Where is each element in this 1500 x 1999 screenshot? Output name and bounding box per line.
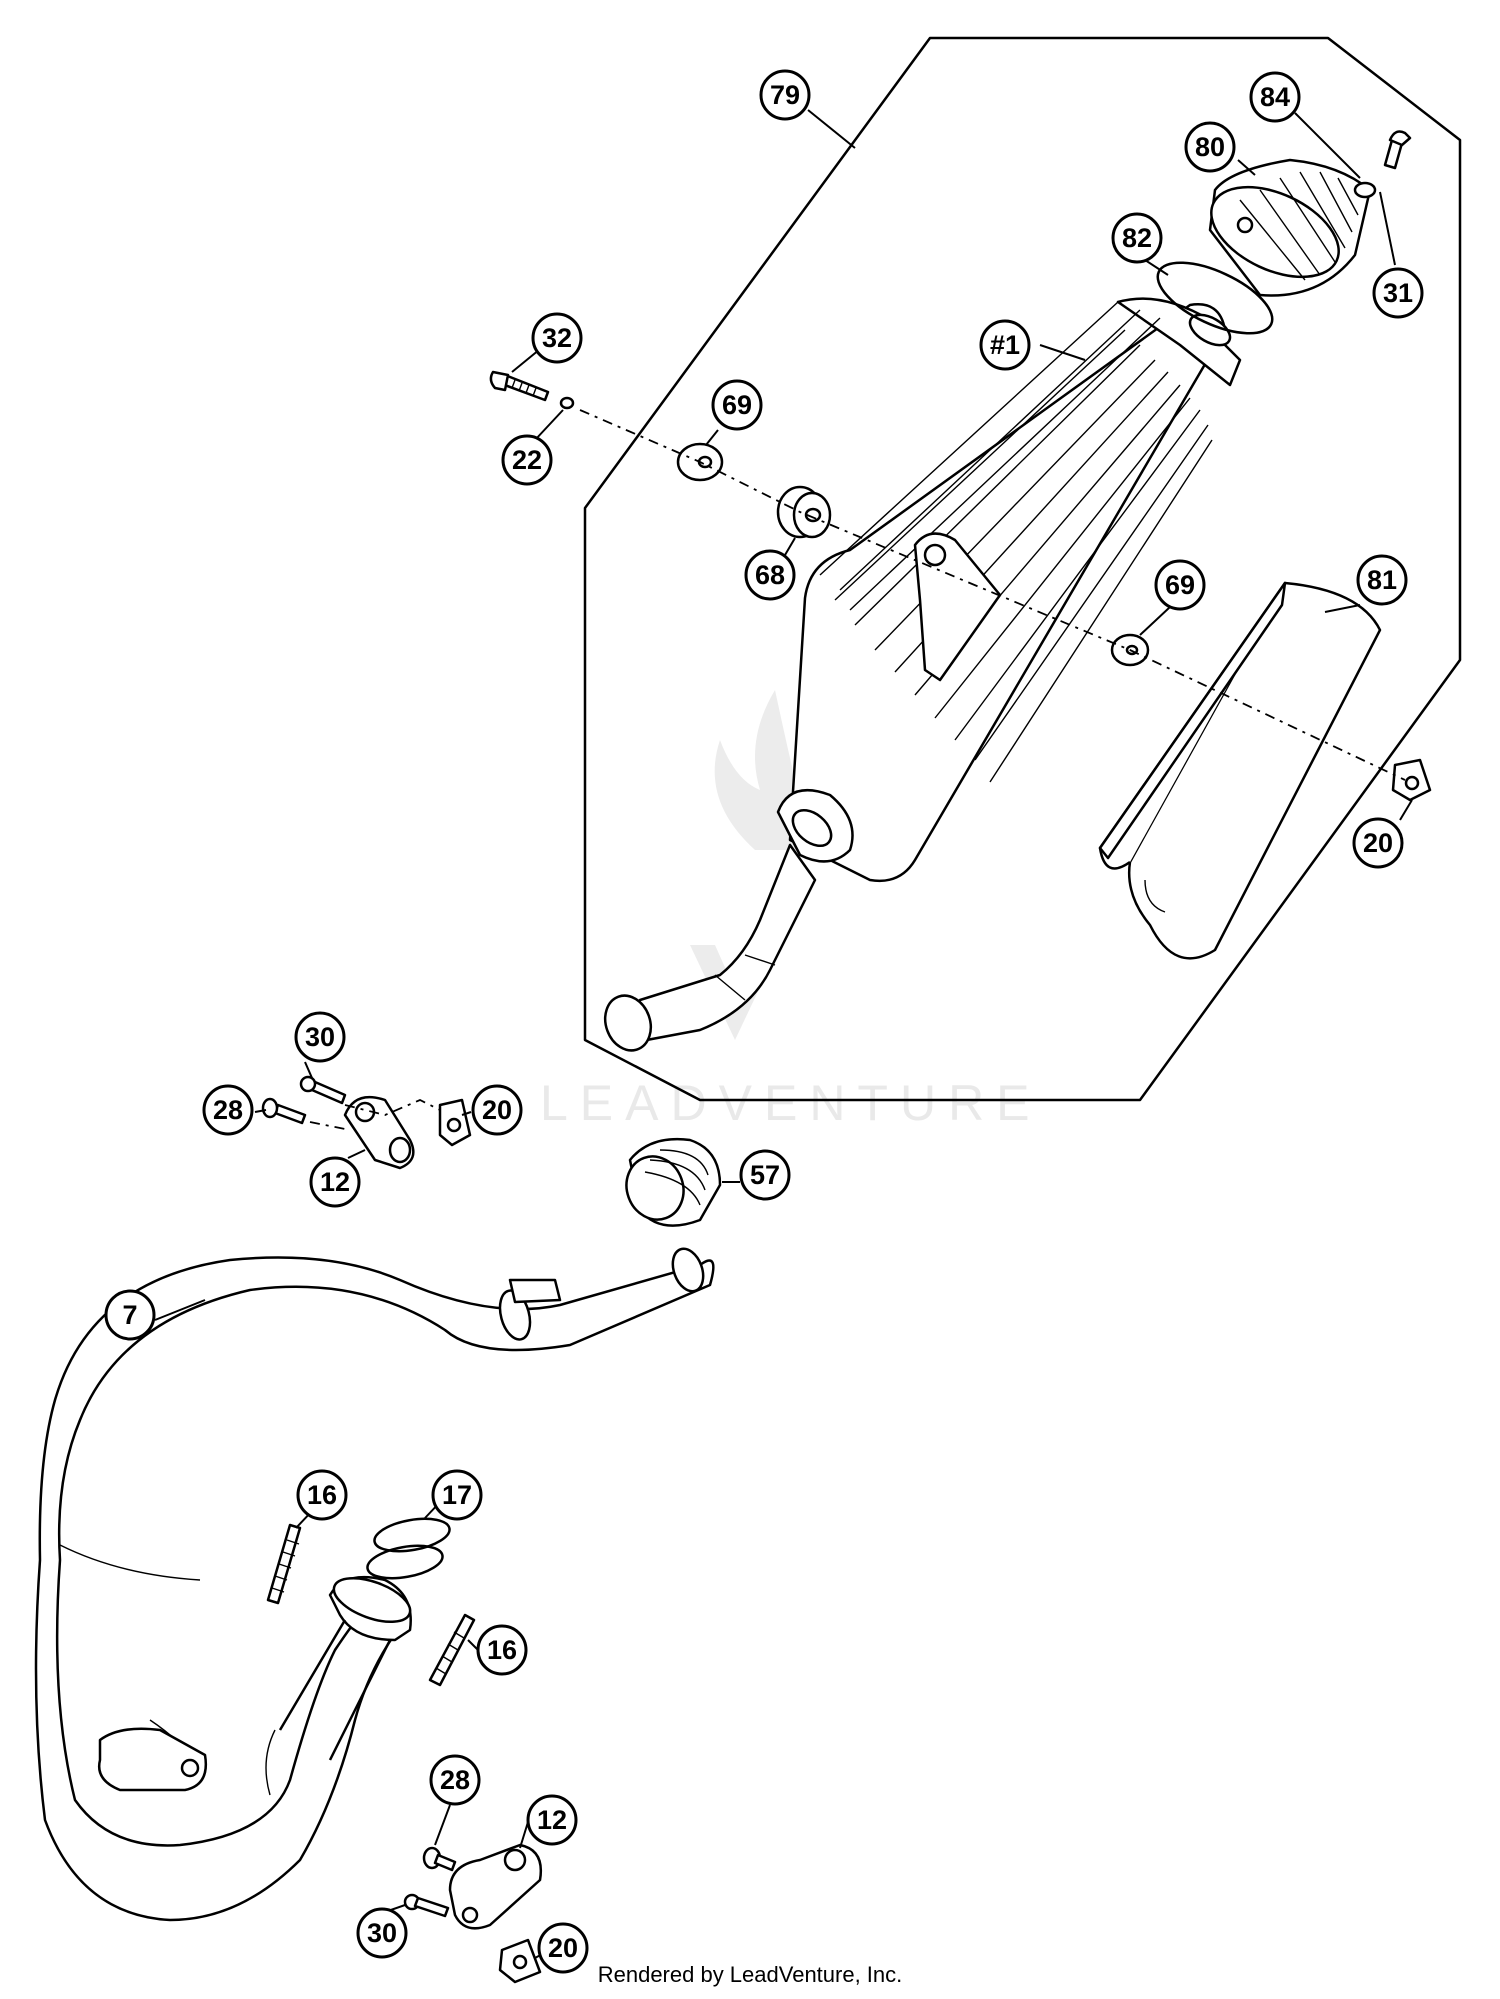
svg-text:20: 20 [1363, 828, 1393, 858]
callout-69-a: 69 [711, 379, 763, 431]
bracket-12-upper [343, 1095, 415, 1170]
rendered-by-footer: Rendered by LeadVenture, Inc. [597, 1962, 903, 1987]
seal-sleeve-57 [625, 1138, 722, 1227]
grommet-68 [776, 485, 832, 539]
svg-text:31: 31 [1383, 278, 1413, 308]
muffler [776, 297, 1242, 883]
svg-text:16: 16 [307, 1480, 337, 1510]
screw-31 [1383, 130, 1412, 170]
svg-text:20: 20 [548, 1933, 578, 1963]
svg-text:12: 12 [537, 1805, 567, 1835]
washer-84 [1353, 181, 1377, 199]
svg-text:82: 82 [1122, 223, 1152, 253]
svg-text:30: 30 [305, 1022, 335, 1052]
callout-30-b: 30 [356, 1907, 408, 1959]
callout-17: 17 [431, 1469, 483, 1521]
callout-1: #1 [979, 319, 1031, 371]
bracket-upper-axis [309, 1099, 441, 1131]
kit-outline [583, 36, 1462, 1102]
svg-text:22: 22 [512, 445, 542, 475]
svg-text:28: 28 [440, 1765, 470, 1795]
svg-text:68: 68 [755, 560, 785, 590]
washer-22 [559, 396, 575, 410]
callout-28-a: 28 [202, 1084, 254, 1136]
callout-80: 80 [1184, 121, 1236, 173]
callout-28-b: 28 [429, 1754, 481, 1806]
callout-16-b: 16 [476, 1624, 528, 1676]
screw-30-upper [299, 1075, 347, 1105]
clip-nut-20-c [498, 1938, 542, 1984]
muffler-link-pipe [603, 843, 817, 1052]
callout-20-c: 20 [537, 1922, 589, 1974]
callout-31: 31 [1372, 267, 1424, 319]
callout-68: 68 [744, 549, 796, 601]
callout-30-a: 30 [294, 1011, 346, 1063]
svg-text:69: 69 [722, 390, 752, 420]
svg-text:80: 80 [1195, 132, 1225, 162]
screw-30-lower [403, 1893, 450, 1918]
callout-22: 22 [501, 434, 553, 486]
svg-text:79: 79 [770, 80, 800, 110]
svg-text:17: 17 [442, 1480, 472, 1510]
callout-69-b: 69 [1154, 559, 1206, 611]
callout-79: 79 [759, 69, 811, 121]
svg-text:84: 84 [1260, 82, 1290, 112]
callout-12-a: 12 [309, 1156, 361, 1208]
screw-28-upper [261, 1097, 307, 1125]
end-cap [1208, 158, 1372, 297]
svg-text:81: 81 [1367, 565, 1397, 595]
svg-text:#1: #1 [990, 330, 1020, 360]
callout-32: 32 [531, 312, 583, 364]
exhaust-pipe [34, 1247, 715, 1922]
bracket-12-lower [448, 1843, 543, 1930]
callout-12-b: 12 [526, 1794, 578, 1846]
clip-nut-20-a [1391, 758, 1432, 802]
svg-text:30: 30 [367, 1918, 397, 1948]
svg-text:12: 12 [320, 1167, 350, 1197]
svg-text:7: 7 [122, 1300, 137, 1330]
clip-nut-20-b [438, 1098, 472, 1147]
svg-text:28: 28 [213, 1095, 243, 1125]
heat-shield [1098, 581, 1382, 960]
callout-82: 82 [1111, 212, 1163, 264]
callout-7: 7 [104, 1289, 156, 1341]
callout-20-b: 20 [471, 1084, 523, 1136]
svg-text:57: 57 [750, 1160, 780, 1190]
svg-text:16: 16 [487, 1635, 517, 1665]
svg-text:69: 69 [1165, 570, 1195, 600]
svg-text:20: 20 [482, 1095, 512, 1125]
callout-57: 57 [739, 1149, 791, 1201]
screw-28-lower [422, 1846, 457, 1872]
callout-84: 84 [1249, 71, 1301, 123]
spring-16-a [266, 1523, 302, 1605]
spring-16-b [428, 1613, 476, 1687]
screw-32 [489, 370, 550, 402]
assembly-axis-line [579, 409, 1406, 781]
end-cap-gasket [1156, 261, 1274, 335]
svg-text:32: 32 [542, 323, 572, 353]
o-rings-17 [366, 1517, 451, 1580]
callout-81: 81 [1356, 554, 1408, 606]
callout-20-a: 20 [1352, 817, 1404, 869]
callout-16-a: 16 [296, 1469, 348, 1521]
watermark-text: LEADVENTURE [540, 1075, 1042, 1131]
